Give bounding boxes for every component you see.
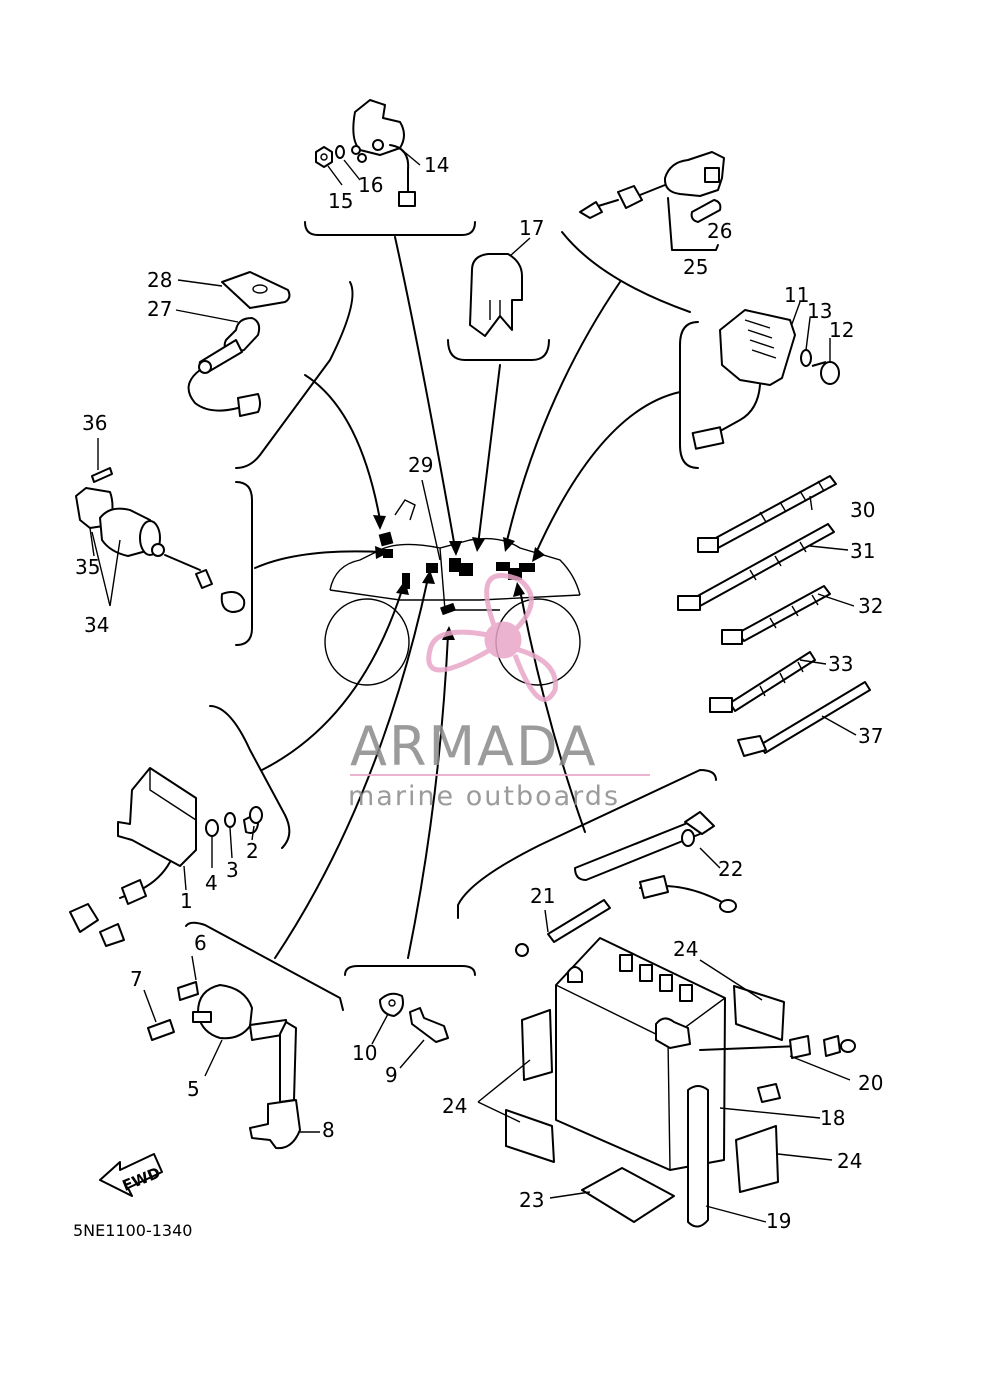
breather-hose-19: [687, 1085, 709, 1228]
tagline-text: marine outboards: [348, 781, 620, 812]
bolt-2: [243, 806, 263, 834]
starter-motor-35: [75, 487, 246, 613]
starter-relay-14: [351, 99, 416, 207]
cable-tie-32: [721, 585, 831, 645]
diagram-code: 5NE1100-1340: [73, 1221, 192, 1240]
callout-30: 30: [850, 498, 875, 522]
callout-36: 36: [82, 411, 107, 435]
cover-17: [469, 253, 523, 337]
callout-26: 26: [707, 219, 732, 243]
battery-18: [555, 937, 726, 1171]
washer-3: [224, 812, 236, 828]
vehicle-outline: [324, 499, 581, 686]
washer-13: [800, 349, 812, 367]
callout-32: 32: [858, 594, 883, 618]
callout-17: 17: [519, 216, 544, 240]
damper-24: [505, 985, 785, 1193]
callout-7: 7: [130, 967, 143, 991]
washer-16: [335, 145, 345, 159]
bolt-6: [177, 981, 199, 1001]
grommet-10: [379, 992, 404, 1017]
callout-21: 21: [530, 884, 555, 908]
leader-arrows: [254, 236, 681, 959]
brand-text: ARMADA: [350, 715, 598, 778]
bolt-12: [811, 361, 840, 385]
callout-28: 28: [147, 268, 172, 292]
sensor-27: [187, 317, 261, 417]
callout-29: 29: [408, 453, 433, 477]
callout-leaders: [89, 149, 857, 1223]
ignition-coil-5: [192, 984, 301, 1150]
callout-3: 3: [226, 858, 239, 882]
callout-12: 12: [829, 318, 854, 342]
callout-10: 10: [352, 1041, 377, 1065]
cable-tie-33: [709, 651, 816, 713]
callout-33: 33: [828, 652, 853, 676]
callout-11: 11: [784, 283, 809, 307]
rectifier-assembly-25: [579, 151, 725, 251]
callout-37: 37: [858, 724, 883, 748]
callout-27: 27: [147, 297, 172, 321]
lead-20: [699, 1035, 856, 1103]
propeller-logo: [426, 573, 558, 702]
cable-tie-30: [697, 475, 837, 553]
callout-22: 22: [718, 857, 743, 881]
damper-23: [581, 1167, 675, 1223]
callout-13: 13: [807, 299, 832, 323]
callout-19: 19: [766, 1209, 791, 1233]
callout-35: 35: [75, 555, 100, 579]
seal-36: [91, 467, 113, 483]
nut-15: [315, 146, 333, 168]
callout-24c: 24: [837, 1149, 862, 1173]
callout-5: 5: [187, 1077, 200, 1101]
callout-9: 9: [385, 1063, 398, 1087]
lead-21: [515, 875, 737, 957]
callout-1: 1: [180, 889, 193, 913]
callout-15: 15: [328, 189, 353, 213]
callout-25: 25: [683, 255, 708, 279]
callout-20: 20: [858, 1071, 883, 1095]
callout-labels: 1 2 3 4 5 6 7 8 9 10 11 12 13 14 15 16 1…: [75, 153, 883, 1233]
cable-tie-31: [677, 523, 835, 611]
callout-8: 8: [322, 1118, 335, 1142]
callout-4: 4: [205, 871, 218, 895]
callout-18: 18: [820, 1106, 845, 1130]
group-brackets: [185, 221, 717, 1011]
fwd-arrow: FWD: [99, 1153, 163, 1197]
cable-tie-37: [737, 681, 871, 757]
callout-24a: 24: [673, 937, 698, 961]
regulator-11: [691, 309, 796, 450]
armada-watermark: ARMADA marine outboards: [348, 573, 650, 812]
callout-34: 34: [84, 613, 109, 637]
washer-4: [205, 819, 219, 837]
callout-31: 31: [850, 539, 875, 563]
callout-2: 2: [246, 839, 259, 863]
battery-band-22: [574, 811, 715, 881]
fuse-26: [690, 199, 722, 223]
callout-24b: 24: [442, 1094, 467, 1118]
callout-6: 6: [194, 931, 207, 955]
callout-14: 14: [424, 153, 449, 177]
callout-16: 16: [358, 173, 383, 197]
bolt-7: [147, 1019, 175, 1041]
cdi-unit-1: [69, 767, 197, 947]
plate-28: [221, 271, 291, 309]
plug-9: [409, 1007, 449, 1043]
callout-23: 23: [519, 1188, 544, 1212]
